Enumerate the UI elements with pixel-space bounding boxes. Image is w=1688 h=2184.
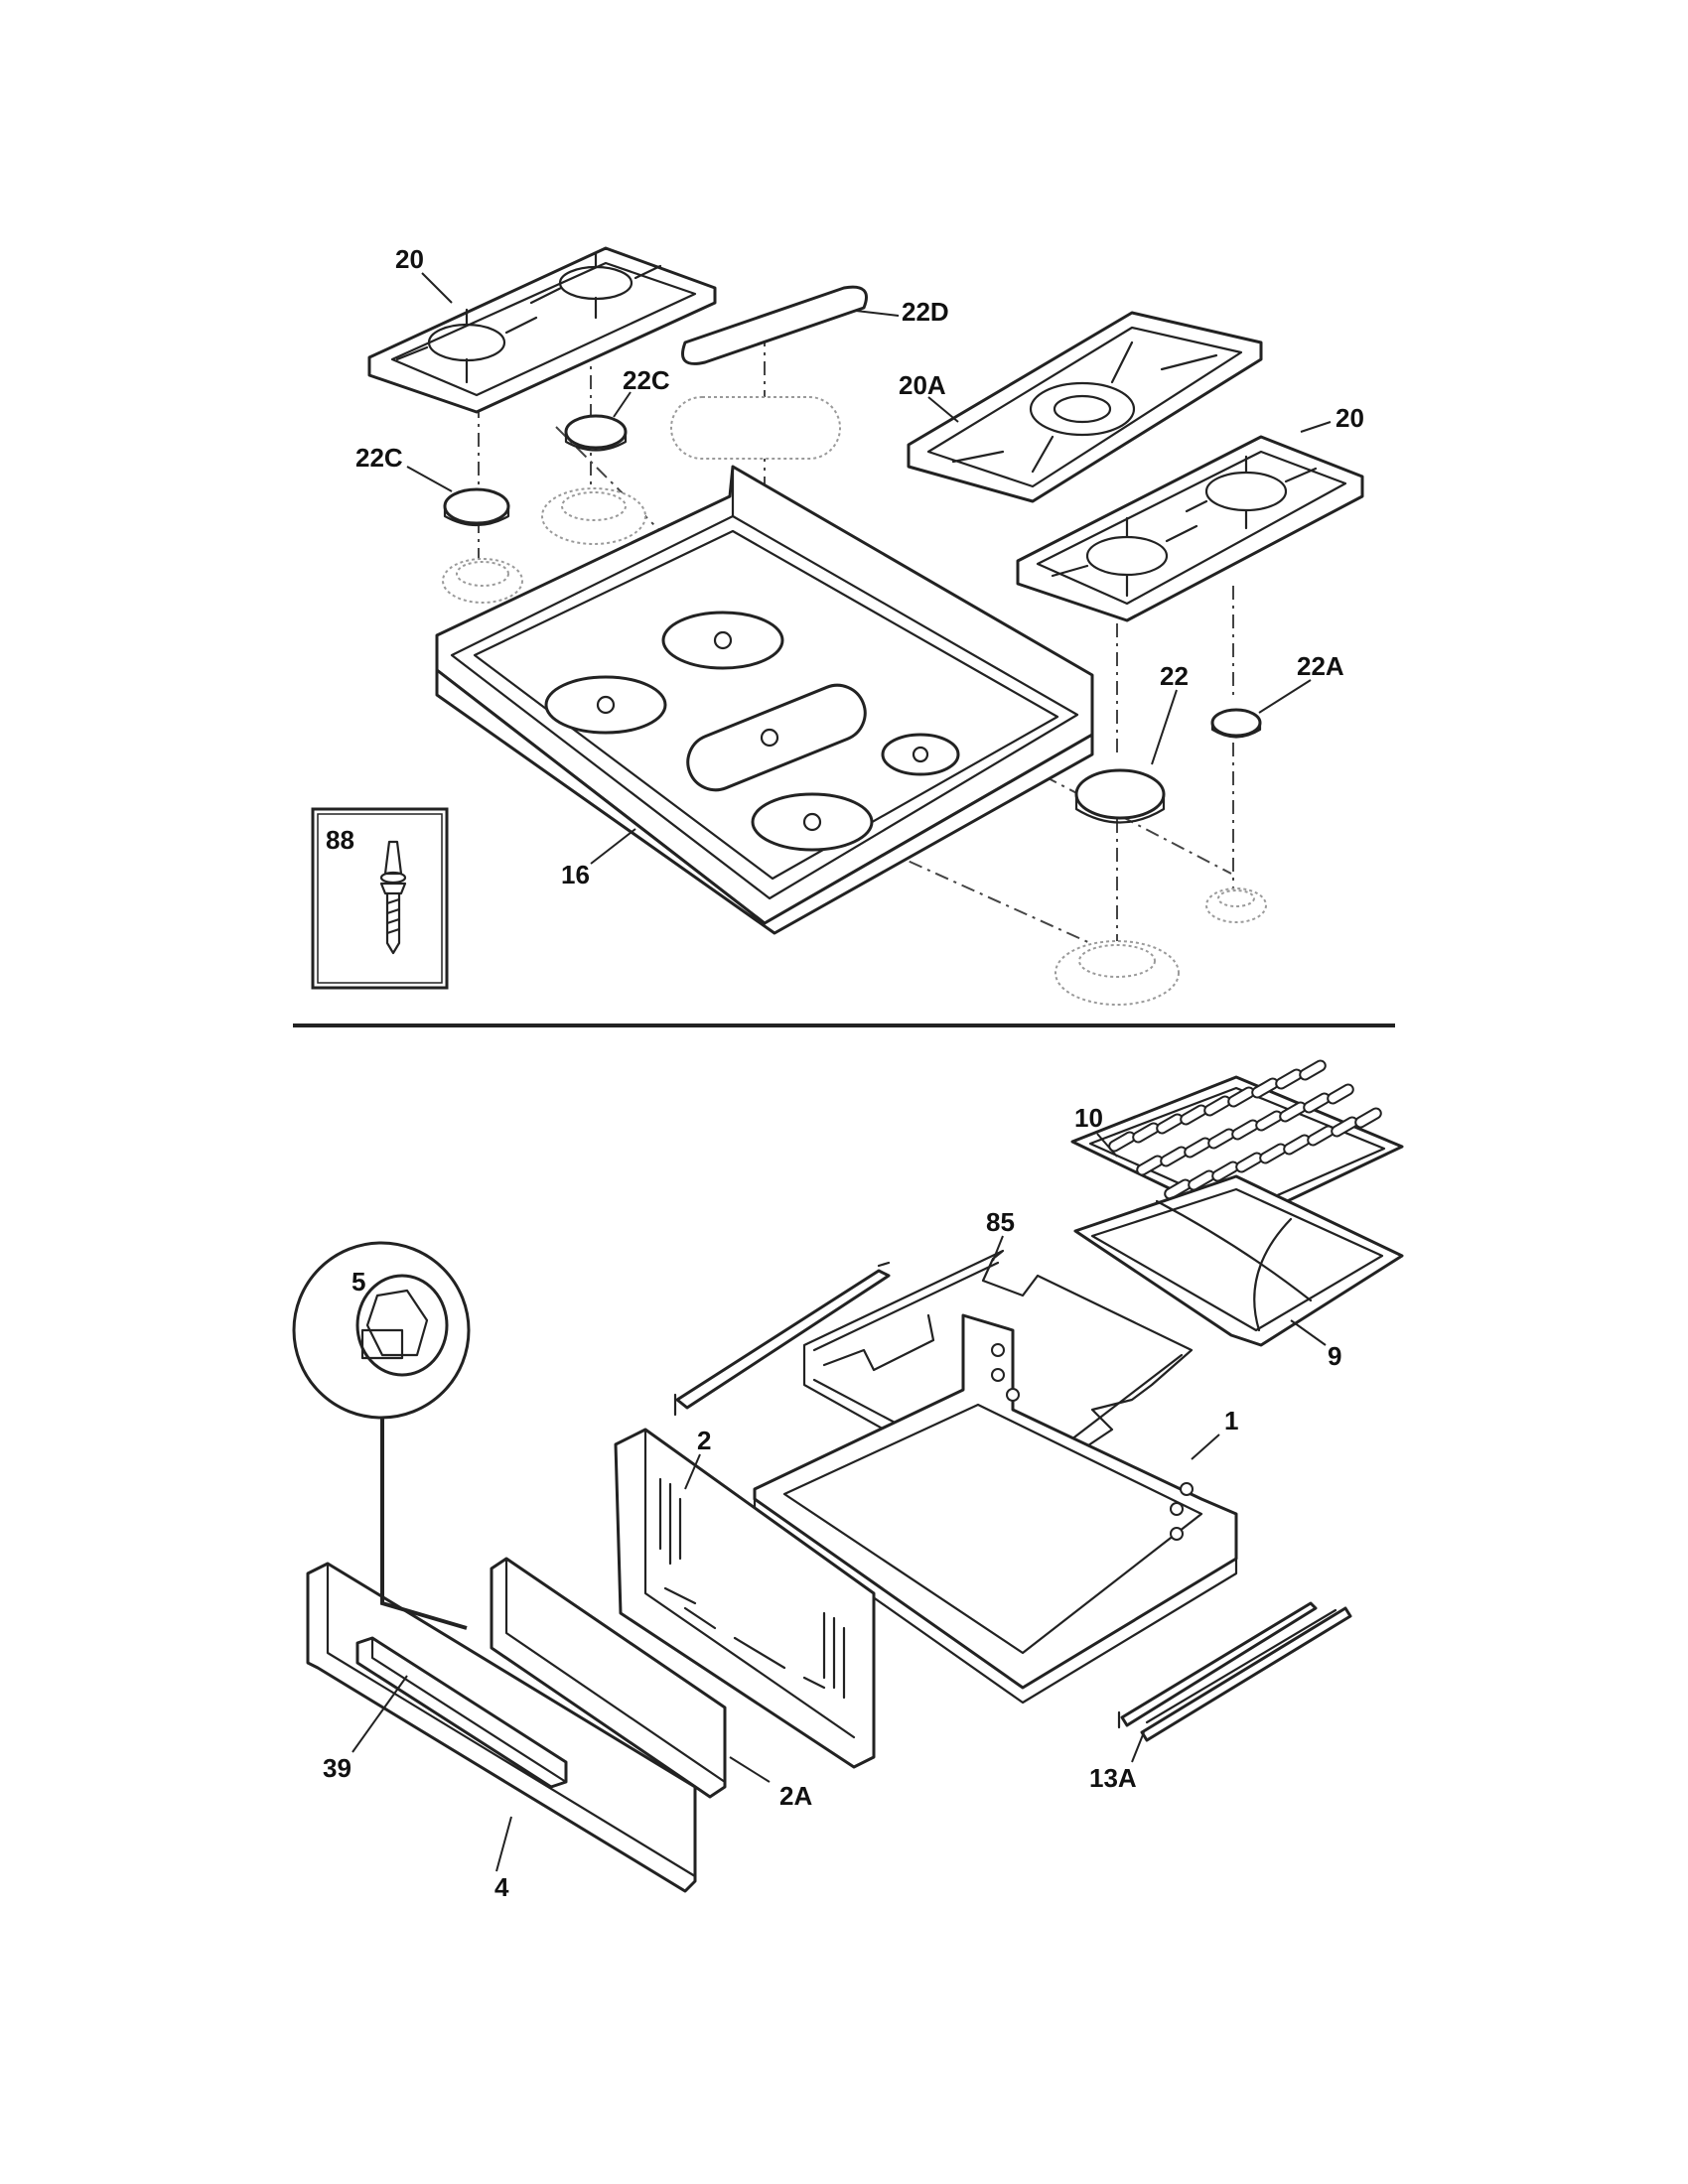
grate-part-20A [907,311,1263,503]
callout-22C-upper: 22C [623,365,670,395]
cap-part-22C-lower [443,487,510,526]
callout-5: 5 [352,1267,365,1297]
broiler-slot [1354,1107,1382,1129]
inset-circle-part-5 [292,1241,471,1420]
cap-part-22D [681,285,868,365]
leader-lines-bottom [352,1133,1327,1872]
callout-2: 2 [697,1426,711,1455]
callout-85: 85 [986,1207,1015,1237]
callout-20-left: 20 [395,244,424,274]
leader-lines-top [406,272,1332,865]
grate-part-20-right [1016,435,1364,622]
callout-4: 4 [494,1872,509,1902]
drawer-panel-part-2A [490,1557,727,1799]
callout-22: 22 [1160,661,1189,691]
cap-part-22C-upper [564,414,628,452]
callout-88: 88 [326,825,354,855]
burner-base-ghosts [442,396,1267,1006]
callout-10: 10 [1074,1103,1103,1133]
inset-box-part-88 [311,807,449,990]
callout-22C-lower: 22C [355,443,403,473]
callout-22D: 22D [902,297,949,327]
callout-1: 1 [1224,1406,1238,1435]
broiler-slot [1275,1068,1303,1090]
broiler-slot [1299,1059,1327,1081]
callout-20-right: 20 [1336,403,1364,433]
broiler-slot [1327,1083,1354,1105]
broiler-pan-part-9 [1073,1174,1404,1347]
broiler-grid-part-10 [1070,1059,1404,1225]
cap-part-22A [1210,708,1262,739]
connector-line-part-5 [380,1418,468,1630]
callout-9: 9 [1328,1341,1341,1371]
handle-part-39 [355,1636,568,1789]
callout-labels: 20 22D 22C 22C 20A 20 22 22A 88 16 10 85… [323,244,1364,1902]
callout-13A: 13A [1089,1763,1137,1793]
drawer-slide-top-left [673,1261,891,1417]
cap-part-22 [1074,768,1166,824]
callout-39: 39 [323,1753,352,1783]
callout-20A: 20A [899,370,946,400]
callout-2A: 2A [779,1781,812,1811]
drawer-back-part-2 [614,1428,876,1769]
drawer-slides-part-13A [1117,1601,1352,1742]
callout-22A: 22A [1297,651,1344,681]
cooktop-part-16 [435,465,1094,935]
grate-part-20-left [367,246,717,414]
callout-16: 16 [561,860,590,889]
